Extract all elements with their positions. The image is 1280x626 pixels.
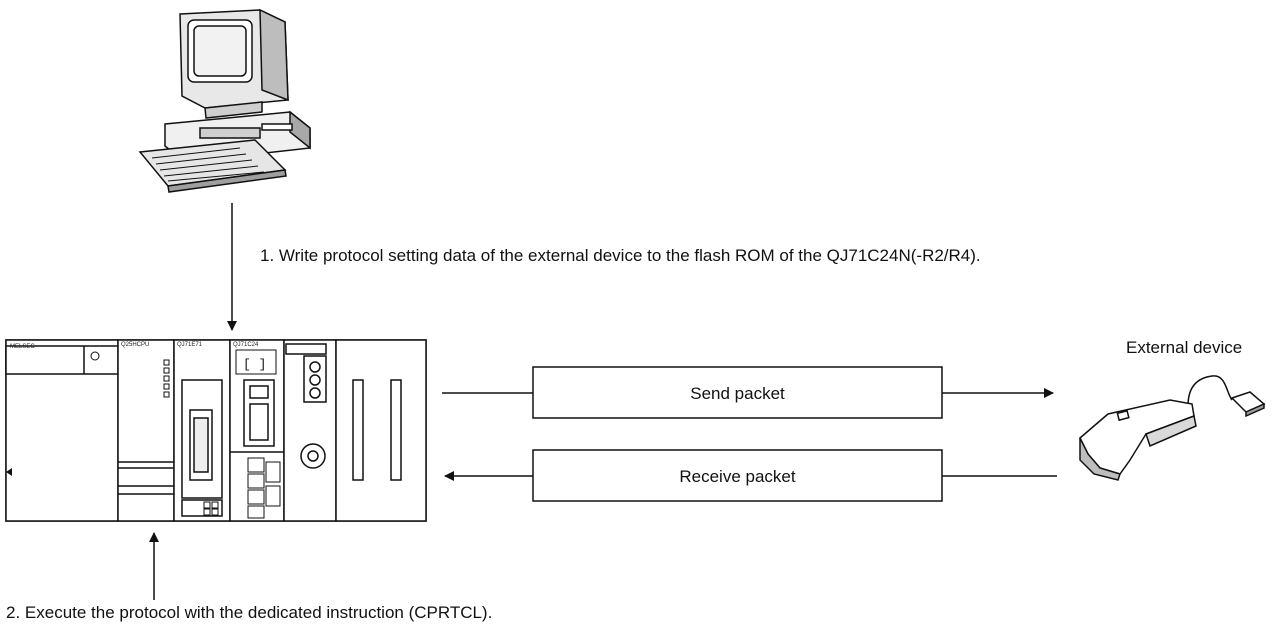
barcode-reader-icon — [1079, 375, 1266, 481]
power-supply-module — [5, 339, 119, 522]
ethernet-module — [173, 339, 231, 522]
step1-label: 1. Write protocol setting data of the ex… — [260, 246, 981, 265]
ethernet-module-label: QJ71E71 — [177, 342, 203, 348]
send-packet-label: Send packet — [690, 384, 785, 403]
serial-module-label: QJ71C24 — [233, 342, 259, 348]
plc-rack: [ ] — [5, 339, 427, 522]
receive-packet-box — [532, 449, 943, 502]
external-device-label: External device — [1126, 338, 1243, 357]
step2-label: 2. Execute the protocol with the dedicat… — [6, 603, 493, 622]
slot-module — [335, 339, 427, 522]
svg-text:[ ]: [ ] — [243, 357, 266, 372]
cpu-module — [117, 339, 175, 522]
power-module-label: MELSEC — [10, 344, 35, 350]
computer-icon — [138, 8, 311, 193]
io-module — [283, 339, 337, 522]
send-packet-box — [532, 366, 943, 419]
serial-module: [ ] — [229, 339, 285, 522]
cpu-module-label: Q25HCPU — [121, 342, 149, 348]
receive-packet-label: Receive packet — [679, 467, 796, 486]
